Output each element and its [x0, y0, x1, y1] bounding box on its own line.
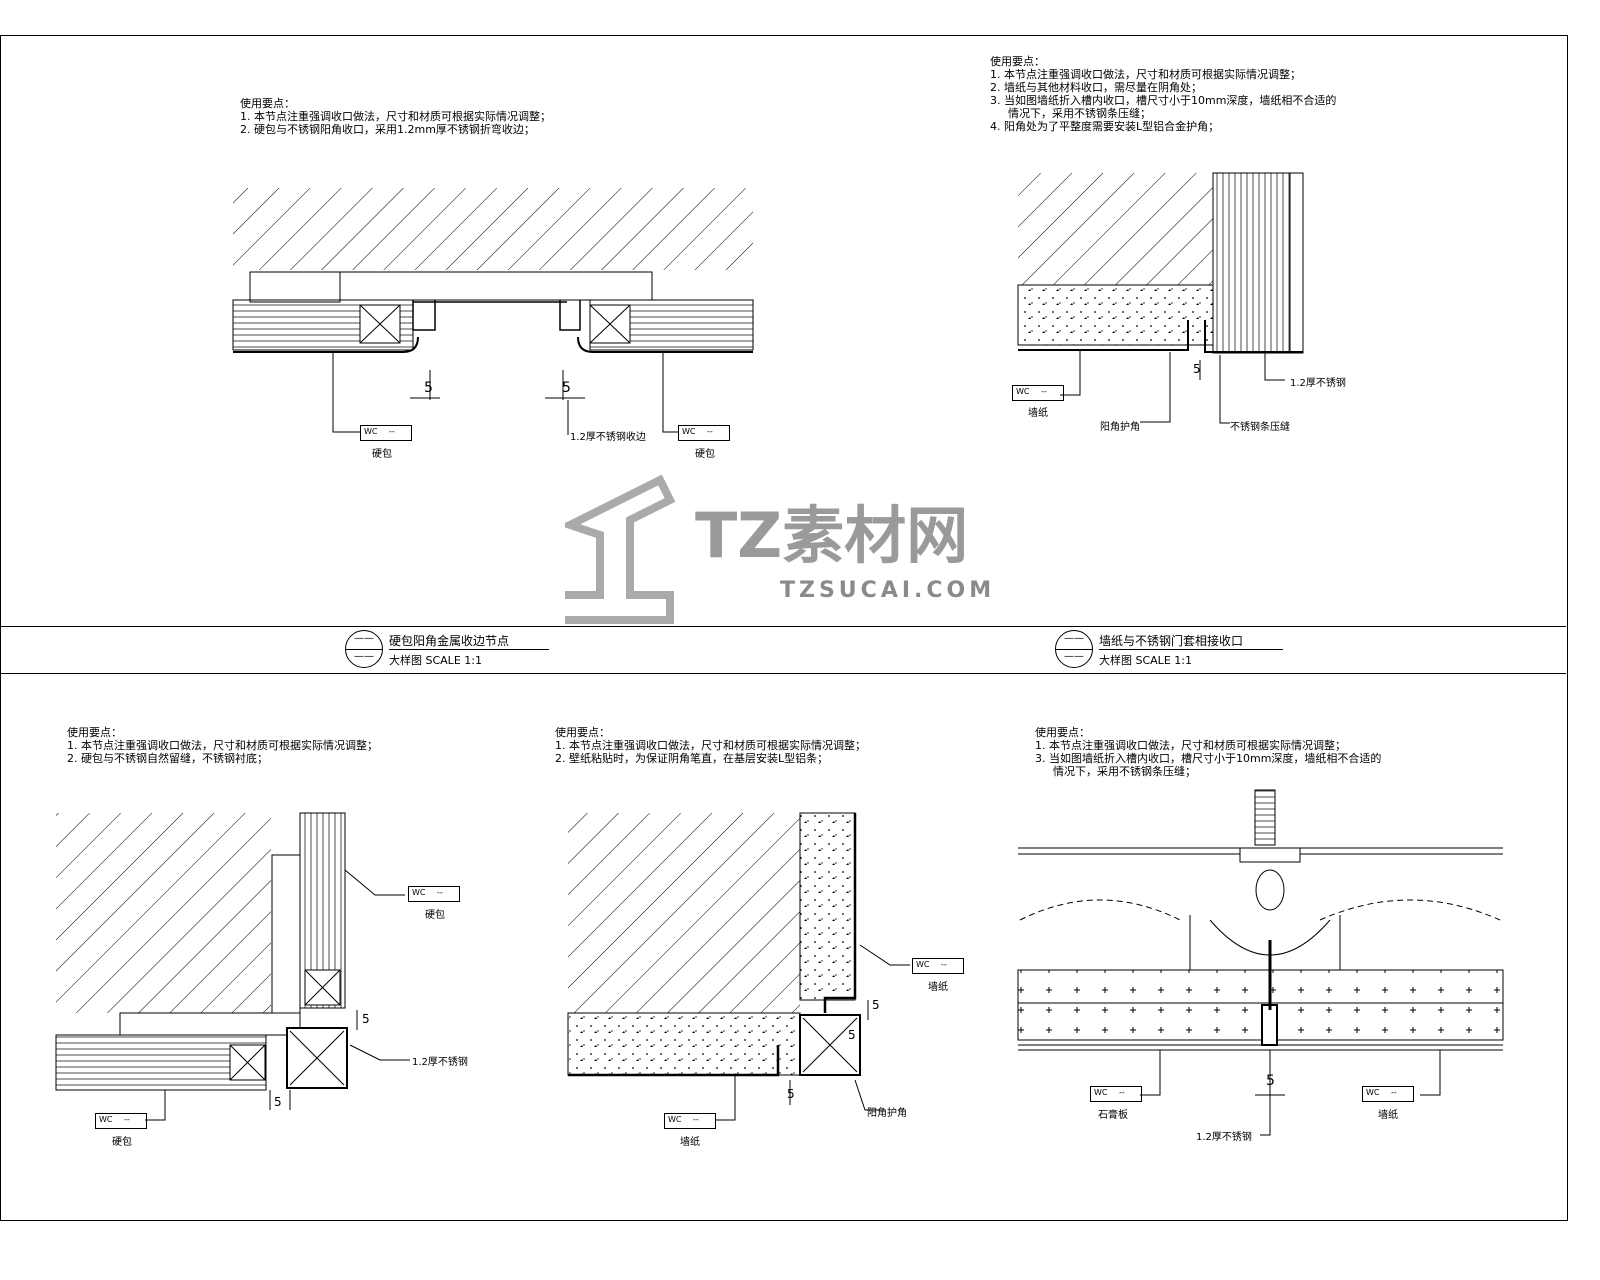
detail2-drawing: [1017, 172, 1304, 424]
material-tag: WC--: [95, 1113, 147, 1129]
label: 硬包: [112, 1137, 132, 1148]
material-tag: WC--: [408, 886, 460, 902]
watermark-text: TZ素材网: [695, 499, 969, 572]
note-1: 1. 本节点注重强调收口做法，尺寸和材质可根据实际情况调整；: [555, 739, 866, 752]
watermark-logo-icon: [565, 475, 676, 624]
notes-heading: 使用要点：: [67, 726, 122, 739]
dimension: 5: [848, 1028, 856, 1042]
note-3-cont: 情况下，采用不锈钢条压缝；: [1008, 107, 1151, 120]
title-name: 硬包阳角金属收边节点: [389, 632, 550, 650]
label: 墙纸: [1378, 1110, 1398, 1121]
note-3: 3. 当如图墙纸折入槽内收口，槽尺寸小于10mm深度，墙纸相不合适的: [1035, 752, 1382, 765]
detail4-drawing: [567, 812, 910, 1121]
note-3-cont: 情况下，采用不锈钢条压缝；: [1053, 765, 1196, 778]
notes-heading: 使用要点：: [990, 55, 1045, 68]
label: 1.2厚不锈钢收边: [570, 432, 646, 443]
label: 硬包: [695, 449, 715, 460]
note-2: 2. 硬包与不锈钢自然留缝，不锈钢衬底；: [67, 752, 268, 765]
title-scale: 大样图 SCALE 1:1: [389, 654, 482, 667]
material-tag: WC--: [1090, 1086, 1142, 1102]
material-tag: WC--: [678, 425, 730, 441]
label: 1.2厚不锈钢: [1290, 378, 1346, 389]
material-tag: WC--: [664, 1113, 716, 1129]
material-tag: WC--: [1012, 385, 1064, 401]
label: 硬包: [425, 910, 445, 921]
detail-number-bubble: ————: [345, 630, 383, 668]
material-tag: WC--: [912, 958, 964, 974]
label: 阳角护角: [867, 1108, 907, 1119]
note-2: 2. 硬包与不锈钢阳角收口，采用1.2mm厚不锈钢折弯收边；: [240, 123, 535, 136]
label: 墙纸: [680, 1137, 700, 1148]
detail2-notes: 使用要点： 1. 本节点注重强调收口做法，尺寸和材质可根据实际情况调整； 2. …: [990, 55, 1336, 133]
material-tag: WC--: [360, 425, 412, 441]
dimension: 5: [274, 1095, 282, 1109]
detail-number-bubble: ————: [1055, 630, 1093, 668]
detail3-drawing: [55, 812, 410, 1121]
label: 硬包: [372, 449, 392, 460]
label: 石膏板: [1098, 1110, 1128, 1121]
note-1: 1. 本节点注重强调收口做法，尺寸和材质可根据实际情况调整；: [990, 68, 1301, 81]
title-name: 墙纸与不锈钢门套相接收口: [1099, 632, 1284, 650]
dimension: 5: [787, 1087, 795, 1101]
note-3: 3. 当如图墙纸折入槽内收口，槽尺寸小于10mm深度，墙纸相不合适的: [990, 94, 1337, 107]
dimension: 5: [1193, 362, 1201, 376]
dimension: 5: [872, 998, 880, 1012]
watermark-url: TZSUCAI.COM: [780, 578, 996, 603]
detail5-drawing: [1017, 789, 1504, 1136]
detail1-notes: 使用要点： 1. 本节点注重强调收口做法，尺寸和材质可根据实际情况调整； 2. …: [240, 97, 551, 136]
label: 不锈钢条压缝: [1230, 422, 1290, 433]
notes-heading: 使用要点：: [240, 97, 295, 110]
label: 墙纸: [1028, 408, 1048, 419]
detail1-drawing: [232, 188, 754, 435]
dimension: 5: [1266, 1073, 1275, 1089]
material-tag: WC--: [1362, 1086, 1414, 1102]
notes-heading: 使用要点：: [1035, 726, 1090, 739]
title-scale: 大样图 SCALE 1:1: [1099, 654, 1192, 667]
dimension: 5: [562, 380, 571, 396]
label: 1.2厚不锈钢: [412, 1057, 468, 1068]
notes-heading: 使用要点：: [555, 726, 610, 739]
detail4-notes: 使用要点： 1. 本节点注重强调收口做法，尺寸和材质可根据实际情况调整； 2. …: [555, 726, 866, 765]
note-1: 1. 本节点注重强调收口做法，尺寸和材质可根据实际情况调整；: [240, 110, 551, 123]
label: 阳角护角: [1100, 422, 1140, 433]
label: 墙纸: [928, 982, 948, 993]
note-1: 1. 本节点注重强调收口做法，尺寸和材质可根据实际情况调整；: [1035, 739, 1346, 752]
note-4: 4. 阳角处为了平整度需要安装L型铝合金护角；: [990, 120, 1220, 133]
title-band: [0, 626, 1566, 674]
note-2: 2. 墙纸与其他材料收口，需尽量在阴角处；: [990, 81, 1202, 94]
detail3-notes: 使用要点： 1. 本节点注重强调收口做法，尺寸和材质可根据实际情况调整； 2. …: [67, 726, 378, 765]
dimension: 5: [424, 380, 433, 396]
label: 1.2厚不锈钢: [1196, 1132, 1252, 1143]
sheet-border: [0, 35, 1568, 1221]
note-2: 2. 壁纸粘贴时，为保证阴角笔直，在基层安装L型铝条；: [555, 752, 829, 765]
note-1: 1. 本节点注重强调收口做法，尺寸和材质可根据实际情况调整；: [67, 739, 378, 752]
detail5-notes: 使用要点： 1. 本节点注重强调收口做法，尺寸和材质可根据实际情况调整； 3. …: [1035, 726, 1381, 778]
dimension: 5: [362, 1012, 370, 1026]
